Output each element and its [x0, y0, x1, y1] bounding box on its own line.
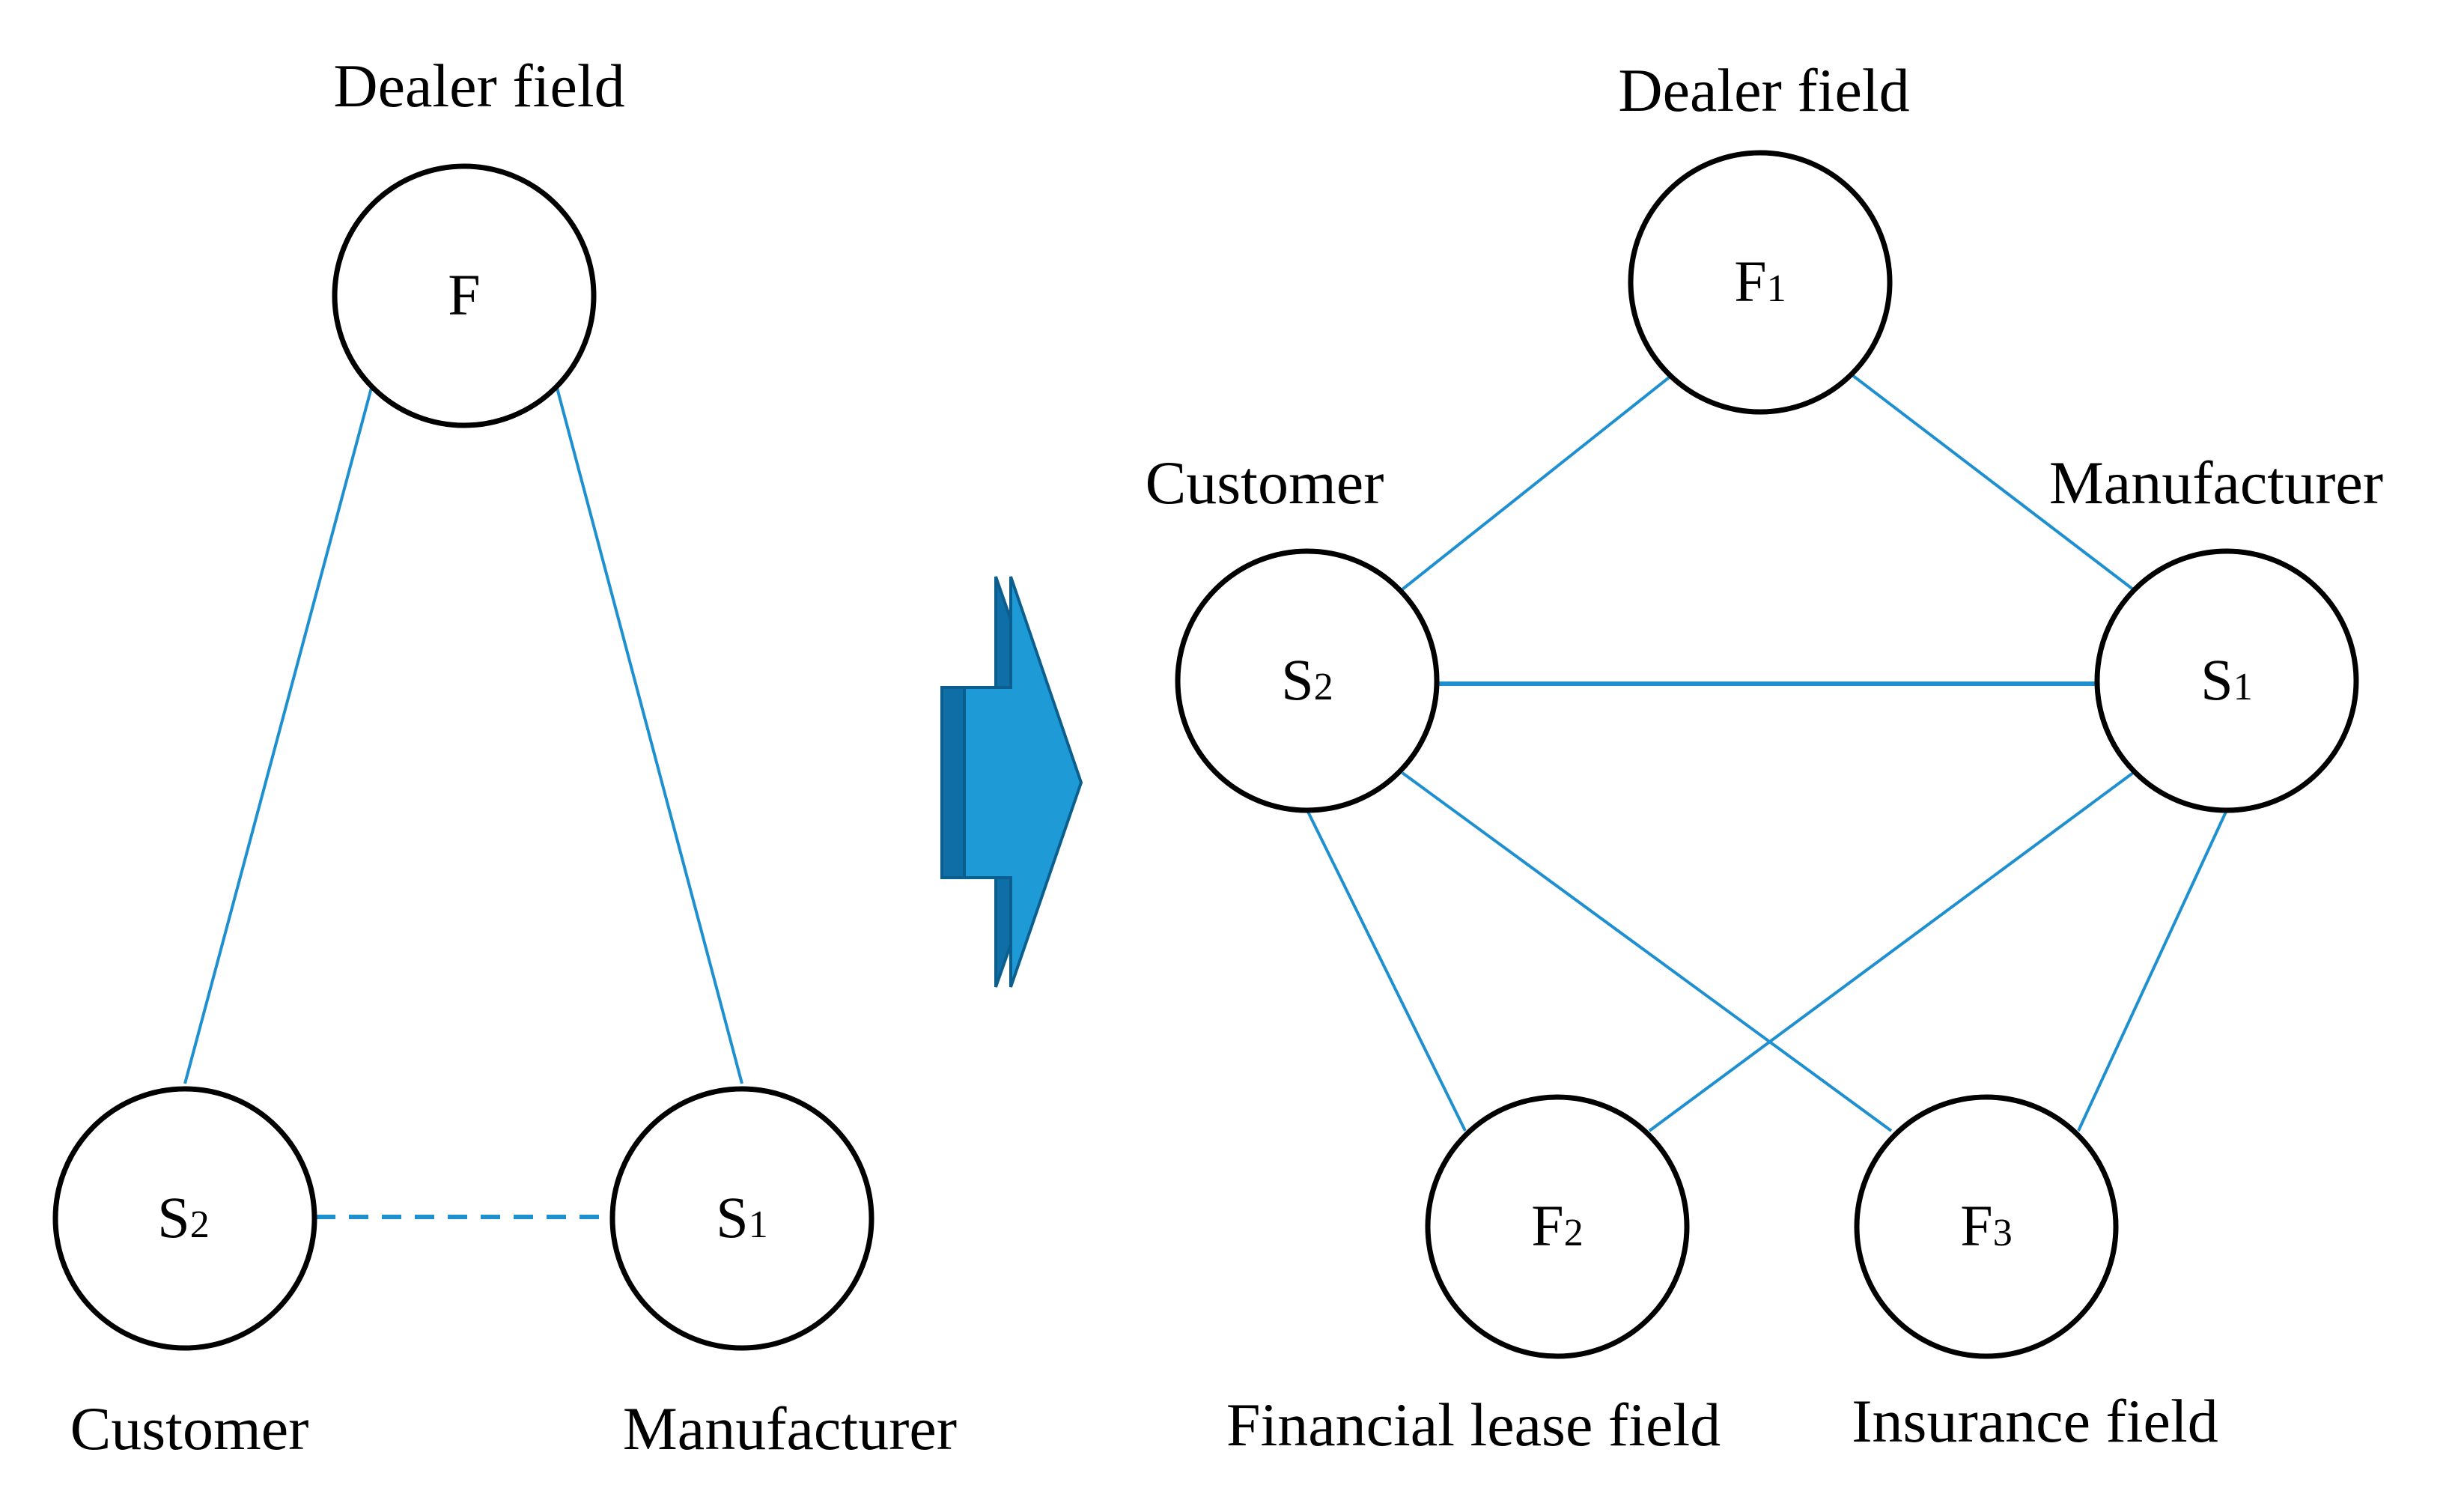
node-f-label: F [448, 262, 480, 327]
node-f2-label: F2 [1531, 1193, 1583, 1258]
node-s1-right-label: S1 [2200, 647, 2252, 712]
node-s1-right: S1 [2094, 548, 2359, 813]
right-dealer-label: Dealer field [1618, 56, 1909, 124]
edge-f1-s2 [1401, 374, 1673, 591]
node-f3-label: F3 [1960, 1193, 2012, 1258]
right-diagram: F1 S2 S1 F2 F3 Dealer field Customer Man… [1146, 56, 2384, 1459]
transition-arrow-face [963, 576, 1083, 988]
node-f2: F2 [1425, 1094, 1690, 1359]
edge-s1-f3 [2077, 810, 2228, 1132]
node-s2-right: S2 [1175, 548, 1440, 813]
right-insurance-label: Insurance field [1852, 1387, 2218, 1455]
node-s1: S1 [609, 1086, 874, 1351]
node-s1-label: S1 [716, 1185, 767, 1250]
edge-s2-f3 [1401, 771, 1893, 1132]
node-f: F [332, 163, 597, 428]
right-manufacturer-label: Manufacturer [2049, 449, 2383, 517]
node-s2-label: S2 [157, 1185, 209, 1250]
right-customer-label: Customer [1146, 449, 1384, 517]
edge-f1-s1 [1851, 374, 2135, 591]
node-f3: F3 [1854, 1094, 2119, 1359]
edge-s1-f2 [1648, 771, 2135, 1132]
node-f1: F1 [1628, 150, 1893, 415]
transition-arrow-icon [940, 576, 1083, 988]
left-manufacturer-label: Manufacturer [623, 1394, 957, 1463]
left-diagram: F S2 S1 Dealer field Customer Manufactur… [52, 52, 957, 1463]
node-f1-label: F1 [1734, 249, 1786, 314]
edge-f-s2 [183, 387, 373, 1084]
edge-s2-f2 [1306, 810, 1467, 1132]
node-s2-right-label: S2 [1281, 647, 1333, 712]
left-customer-label: Customer [70, 1394, 309, 1463]
left-dealer-label: Dealer field [333, 52, 624, 120]
edge-f-s1 [556, 387, 743, 1084]
node-s2: S2 [52, 1086, 317, 1351]
right-financial-lease-label: Financial lease field [1226, 1391, 1721, 1459]
